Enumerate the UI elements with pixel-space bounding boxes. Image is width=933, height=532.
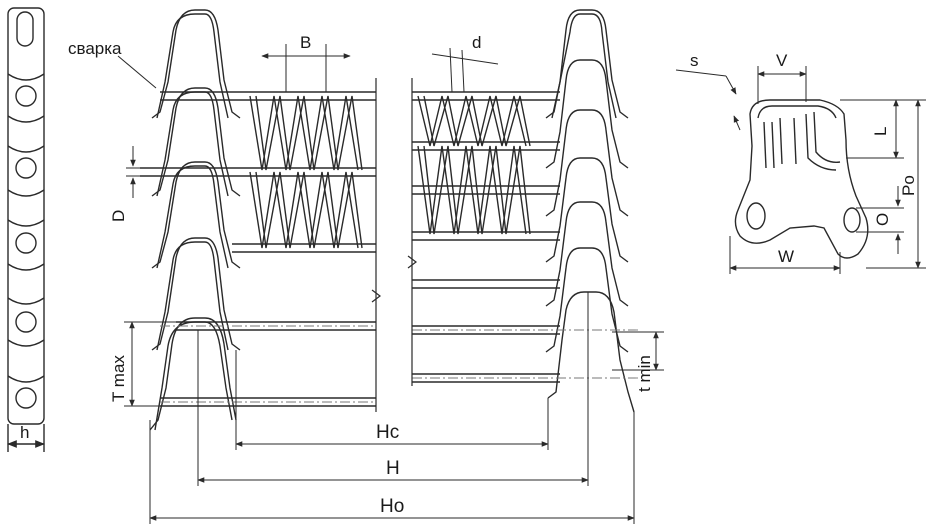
label-d: d [472,33,481,52]
weld-leader [117,55,157,89]
label-tmin: t min [635,355,654,392]
dim-d [431,47,499,93]
label-L: L [871,127,890,136]
dim-B [261,44,351,92]
label-W: W [778,247,794,266]
break-zigzag-right [407,255,417,269]
right-rod-centerlines [412,329,640,379]
left-edge-links [149,9,241,431]
label-H: H [386,458,400,479]
dim-Tmax [124,321,176,407]
dim-D [126,146,150,198]
label-B: B [300,33,311,52]
break-zigzag-left [371,289,381,303]
label-O: O [873,213,892,226]
left-rod-centerlines [160,325,376,403]
label-Ho: Ho [380,496,404,517]
dim-detail [675,66,926,274]
dim-tmin [612,331,664,371]
label-h: h [20,423,29,442]
right-edge-links [545,9,635,413]
label-Po: Po [899,175,918,196]
left-rods [140,91,376,407]
label-V: V [776,51,788,70]
side-view-chain [7,7,45,452]
label-Tmax: T max [109,355,128,402]
right-spiral-coils [417,95,531,235]
right-rods [412,91,560,383]
label-s: s [690,51,699,70]
label-Hc: Hc [376,422,399,443]
link-detail [734,99,869,259]
label-D: D [109,210,128,222]
label-weld: сварка [68,39,122,58]
left-spiral-coils [249,95,363,249]
dim-overall-widths [149,292,635,524]
